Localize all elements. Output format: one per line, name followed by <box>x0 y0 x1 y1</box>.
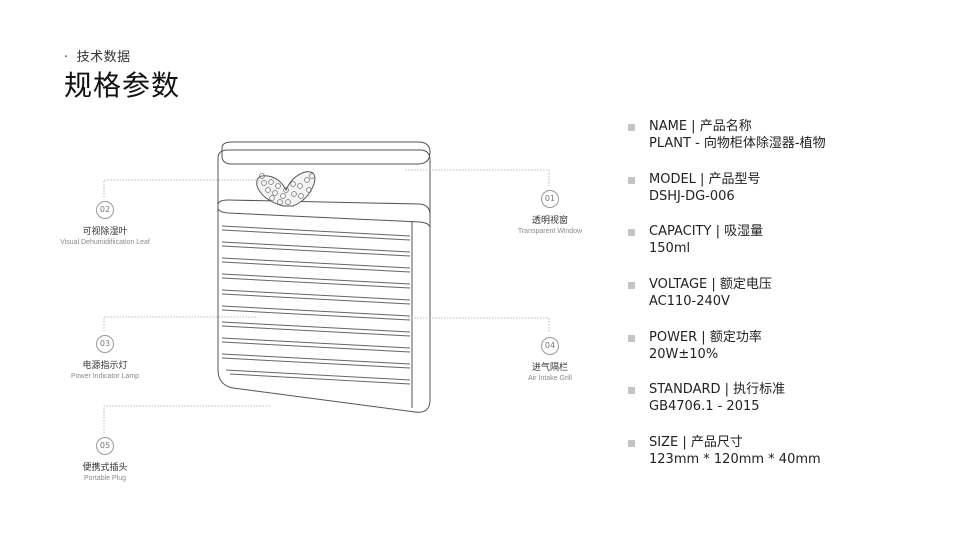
spec-label: SIZE | 产品尺寸 <box>649 435 743 451</box>
spec-item-standard: STANDARD | 执行标准 GB4706.1 - 2015 <box>628 381 948 434</box>
spec-label: VOLTAGE | 额定电压 <box>649 277 772 293</box>
spec-label: STANDARD | 执行标准 <box>649 382 786 398</box>
spec-item-name: NAME | 产品名称 PLANT - 向物柜体除湿器-植物 <box>628 118 948 171</box>
spec-value: DSHJ-DG-006 <box>649 188 735 204</box>
product-figure: 01 透明视窗 Transparent Window 02 可视除湿叶 Visu… <box>25 141 582 482</box>
window-bottom <box>217 199 431 216</box>
callout-number: 02 <box>96 201 114 219</box>
bullet-square-icon <box>628 124 635 131</box>
callout-number: 04 <box>541 337 559 355</box>
top-cap <box>221 141 431 165</box>
leaf-texture <box>259 173 315 205</box>
callout-label-en: Transparent Window <box>517 228 583 235</box>
bullet-square-icon <box>628 176 635 184</box>
callout-label-en: Air Intake Grill <box>528 375 572 382</box>
callout-number: 01 <box>541 190 559 208</box>
spec-label: CAPACITY | 吸湿量 <box>649 224 764 240</box>
bullet-square-icon <box>628 387 635 395</box>
kicker-text: 技术数据 <box>76 50 131 65</box>
kicker-dot: · <box>64 50 69 65</box>
callout-03: 03 电源指示灯 Power Indicator Lamp <box>25 331 185 380</box>
callout-label-cn: 电源指示灯 <box>82 361 128 371</box>
spec-label: POWER | 额定功率 <box>649 329 762 345</box>
callout-label-cn: 可视除湿叶 <box>82 227 128 237</box>
page-title: 规格参数 <box>64 69 181 102</box>
spec-value: AC110-240V <box>649 294 730 310</box>
callout-02: 02 可视除湿叶 Visual Dehumidifiication Leaf <box>25 197 185 246</box>
bullet-square-icon <box>628 229 635 237</box>
leader-lines <box>103 169 550 433</box>
spec-item-voltage: VOLTAGE | 额定电压 AC110-240V <box>628 276 948 329</box>
air-intake-grill <box>221 225 411 385</box>
spec-label: MODEL | 产品型号 <box>649 171 761 187</box>
callout-01: 01 透明视窗 Transparent Window <box>470 186 630 235</box>
callout-number: 05 <box>96 437 114 455</box>
spec-value: 123mm * 120mm * 40mm <box>649 452 821 468</box>
spec-item-size: SIZE | 产品尺寸 123mm * 120mm * 40mm <box>628 434 948 487</box>
spec-value: 20W±10% <box>649 346 719 362</box>
spec-item-capacity: CAPACITY | 吸湿量 150ml <box>628 223 948 276</box>
spec-value: 150ml <box>649 241 691 257</box>
spec-item-power: POWER | 额定功率 20W±10% <box>628 329 948 382</box>
body-outline <box>217 149 431 413</box>
callout-label-cn: 进气隔栏 <box>531 363 568 373</box>
callout-label-en: Visual Dehumidifiication Leaf <box>60 239 150 246</box>
bullet-square-icon <box>628 282 635 290</box>
callout-label-en: Power Indicator Lamp <box>70 373 140 380</box>
callout-label-cn: 便携式插头 <box>82 463 128 473</box>
spec-list: NAME | 产品名称 PLANT - 向物柜体除湿器-植物 MODEL | 产… <box>628 118 948 487</box>
spec-item-model: MODEL | 产品型号 DSHJ-DG-006 <box>628 171 948 224</box>
callout-label-en: Portable Plug <box>83 475 127 482</box>
leaf-icon <box>256 171 316 207</box>
callout-number: 03 <box>96 335 114 353</box>
callout-05: 05 便携式插头 Portable Plug <box>25 433 185 482</box>
callout-04: 04 进气隔栏 Air Intake Grill <box>470 333 630 382</box>
spec-value: GB4706.1 - 2015 <box>649 399 760 415</box>
dehumidifier-illustration <box>103 141 550 433</box>
bullet-square-icon <box>628 440 635 448</box>
bullet-square-icon <box>628 334 635 342</box>
callout-label-cn: 透明视窗 <box>531 216 568 226</box>
spec-label: NAME | 产品名称 <box>649 119 752 134</box>
kicker: · 技术数据 <box>64 46 131 65</box>
spec-value: PLANT - 向物柜体除湿器-植物 <box>649 136 826 151</box>
